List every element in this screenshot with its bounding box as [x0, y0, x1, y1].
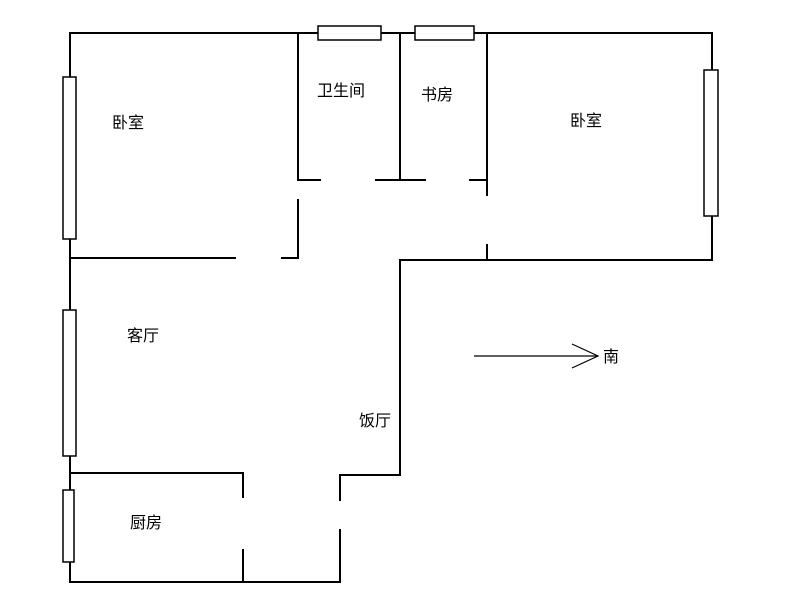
window-study [414, 25, 475, 41]
arrow-head [571, 343, 600, 369]
label-south: 南 [603, 347, 619, 366]
window-living-room [62, 309, 77, 457]
label-dining-room: 饭厅 [359, 411, 391, 430]
label-living-room: 客厅 [127, 326, 159, 345]
window-right-bedroom [703, 69, 719, 217]
compass-arrow [474, 343, 600, 369]
label-bedroom-right: 卧室 [570, 111, 602, 130]
label-bedroom-left: 卧室 [112, 113, 144, 132]
windows [62, 25, 719, 563]
label-kitchen: 厨房 [130, 513, 162, 532]
walls [69, 32, 713, 583]
window-left-bedroom [62, 76, 77, 240]
label-study: 书房 [421, 85, 453, 104]
window-bathroom [317, 25, 382, 41]
room-labels: 卧室 卫生间 书房 卧室 客厅 饭厅 厨房 南 [112, 81, 619, 532]
window-kitchen [62, 489, 75, 563]
label-bathroom: 卫生间 [317, 81, 365, 100]
